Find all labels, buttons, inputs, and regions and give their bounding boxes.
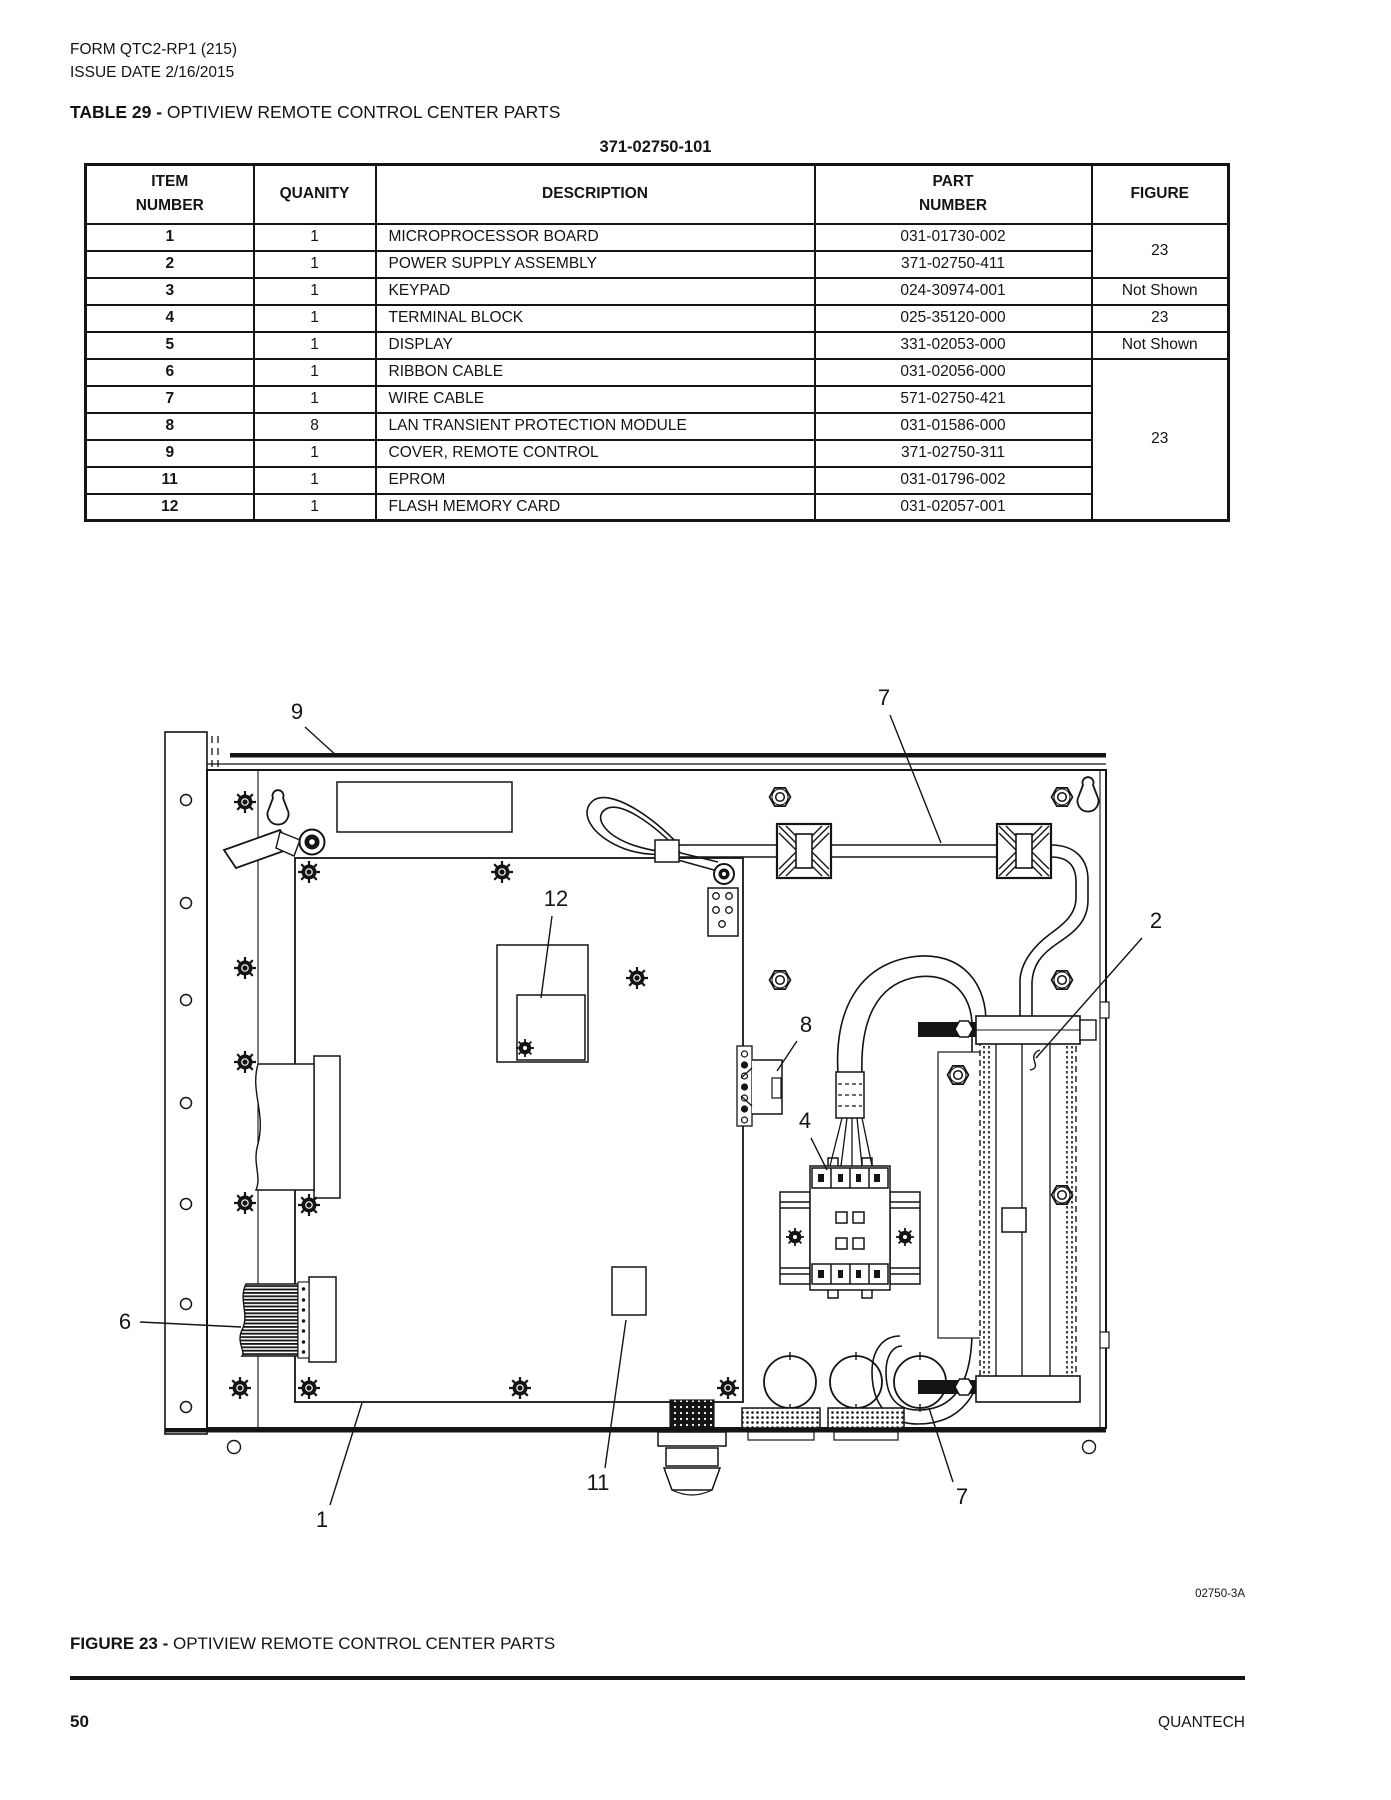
callout-4: 4: [799, 1108, 828, 1171]
callout-2: 2: [1029, 908, 1162, 1071]
caption-rule: [70, 1676, 1245, 1680]
table-title-number: TABLE 29 -: [70, 102, 163, 122]
table-row: 7 1 WIRE CABLE 571-02750-421: [84, 384, 1229, 414]
callout-8: 8: [776, 1012, 812, 1072]
brand-name: QUANTECH: [1158, 1714, 1245, 1731]
power-supply-top-stud: [918, 1015, 1097, 1045]
issue-date: ISSUE DATE 2/16/2015: [70, 64, 235, 81]
wire-cable: [586, 796, 1089, 1016]
cable-clip: [1001, 1207, 1027, 1233]
svg-text:7: 7: [878, 685, 890, 710]
group-part-number: 371-02750-101: [599, 138, 712, 156]
cable-gland: [657, 1399, 727, 1496]
figure-cell: 23: [1090, 357, 1230, 522]
form-info: FORM QTC2-RP1 (215) ISSUE DATE 2/16/2015: [70, 38, 237, 84]
col-header-desc: DESCRIPTION: [374, 163, 816, 225]
svg-text:7: 7: [956, 1484, 968, 1509]
svg-text:2: 2: [1150, 908, 1162, 933]
lan-module: [736, 1045, 783, 1127]
figure-cell: Not Shown: [1090, 330, 1230, 360]
terminal-wires: [829, 1117, 873, 1167]
svg-text:6: 6: [119, 1309, 131, 1334]
flash-memory-card: [496, 944, 589, 1063]
table-row: 4 1 TERMINAL BLOCK 025-35120-000 23: [84, 303, 1230, 333]
figure-caption: FIGURE 23 - OPTIVIEW REMOTE CONTROL CENT…: [70, 1634, 555, 1654]
table-title: TABLE 29 - OPTIVIEW REMOTE CONTROL CENTE…: [70, 102, 560, 123]
table-row: 8 8 LAN TRANSIENT PROTECTION MODULE 031-…: [84, 411, 1229, 441]
cable-clamp: [995, 822, 1053, 880]
figure-cell: 23: [1090, 303, 1230, 333]
callout-6: 6: [119, 1309, 242, 1334]
mounting-flange: [164, 731, 208, 1435]
flange-holes: [179, 793, 193, 1414]
microprocessor-board: [294, 857, 744, 1403]
eprom: [611, 1266, 647, 1316]
panel-bottom-edge: [165, 1428, 1106, 1433]
parts-table: ITEM NUMBER QUANITY DESCRIPTION PART NUM…: [84, 163, 1230, 522]
ribbon-cable: [239, 1281, 310, 1359]
table-row: 2 1 POWER SUPPLY ASSEMBLY 371-02750-411: [84, 249, 1229, 279]
callout-7-bottom: 7: [928, 1407, 968, 1509]
ring-terminal: [713, 863, 735, 885]
table-row: 12 1 FLASH MEMORY CARD 031-02057-001: [84, 492, 1229, 522]
callouts: 9 7 12 8 2 4: [119, 685, 1162, 1532]
header-row: ITEM NUMBER QUANITY DESCRIPTION PART NUM…: [84, 163, 1230, 225]
form-number: FORM QTC2-RP1 (215): [70, 41, 238, 58]
callout-12: 12: [540, 886, 568, 999]
table-row: 6 1 RIBBON CABLE 031-02056-000 23: [84, 357, 1230, 522]
svg-text:8: 8: [800, 1012, 812, 1037]
cover-top-edge: [230, 753, 1106, 758]
wire-ferrule: [835, 1071, 865, 1119]
figure-cell: Not Shown: [1090, 276, 1230, 306]
figure-caption-number: FIGURE 23 -: [70, 1634, 169, 1653]
svg-text:1: 1: [316, 1507, 328, 1532]
cable-clamp: [775, 822, 833, 880]
terminal-block: [779, 1071, 921, 1299]
page-number: 50: [70, 1712, 89, 1731]
callout-9: 9: [291, 699, 339, 758]
svg-text:9: 9: [291, 699, 303, 724]
ground-lug: [222, 828, 326, 870]
figure-cell: 23: [1090, 222, 1230, 279]
table-title-text: OPTIVIEW REMOTE CONTROL CENTER PARTS: [162, 102, 561, 122]
power-supply-bottom-stud: [918, 1375, 1081, 1403]
cable-connector: [707, 887, 739, 937]
callout-1: 1: [316, 1402, 363, 1532]
col-header-item: ITEM NUMBER: [84, 163, 255, 225]
bottom-connectors: [741, 1407, 905, 1441]
svg-text:4: 4: [799, 1108, 811, 1133]
power-supply: [918, 1015, 1097, 1403]
table-row: 9 1 COVER, REMOTE CONTROL 371-02750-311: [84, 438, 1229, 468]
callout-11: 11: [587, 1319, 627, 1495]
cover-label-area: [336, 781, 513, 833]
table-row: 1 1 MICROPROCESSOR BOARD 031-01730-002 2…: [84, 222, 1230, 279]
figure-caption-text: OPTIVIEW REMOTE CONTROL CENTER PARTS: [168, 1634, 556, 1653]
col-header-figure: FIGURE: [1090, 163, 1230, 225]
table-row: 3 1 KEYPAD 024-30974-001 Not Shown: [84, 276, 1230, 306]
callout-7-top: 7: [878, 685, 942, 844]
drawing-number: 02750-3A: [1195, 1588, 1245, 1600]
table-row: 11 1 EPROM 031-01796-002: [84, 465, 1229, 495]
cable-shapes-left: [239, 1055, 341, 1363]
col-header-qty: QUANITY: [252, 163, 377, 225]
table-row: 5 1 DISPLAY 331-02053-000 Not Shown: [84, 330, 1230, 360]
figure-23-diagram: 9 7 12 8 2 4: [119, 685, 1162, 1532]
svg-text:11: 11: [587, 1470, 610, 1495]
col-header-part: PART NUMBER: [813, 163, 1093, 225]
svg-text:12: 12: [544, 886, 568, 911]
